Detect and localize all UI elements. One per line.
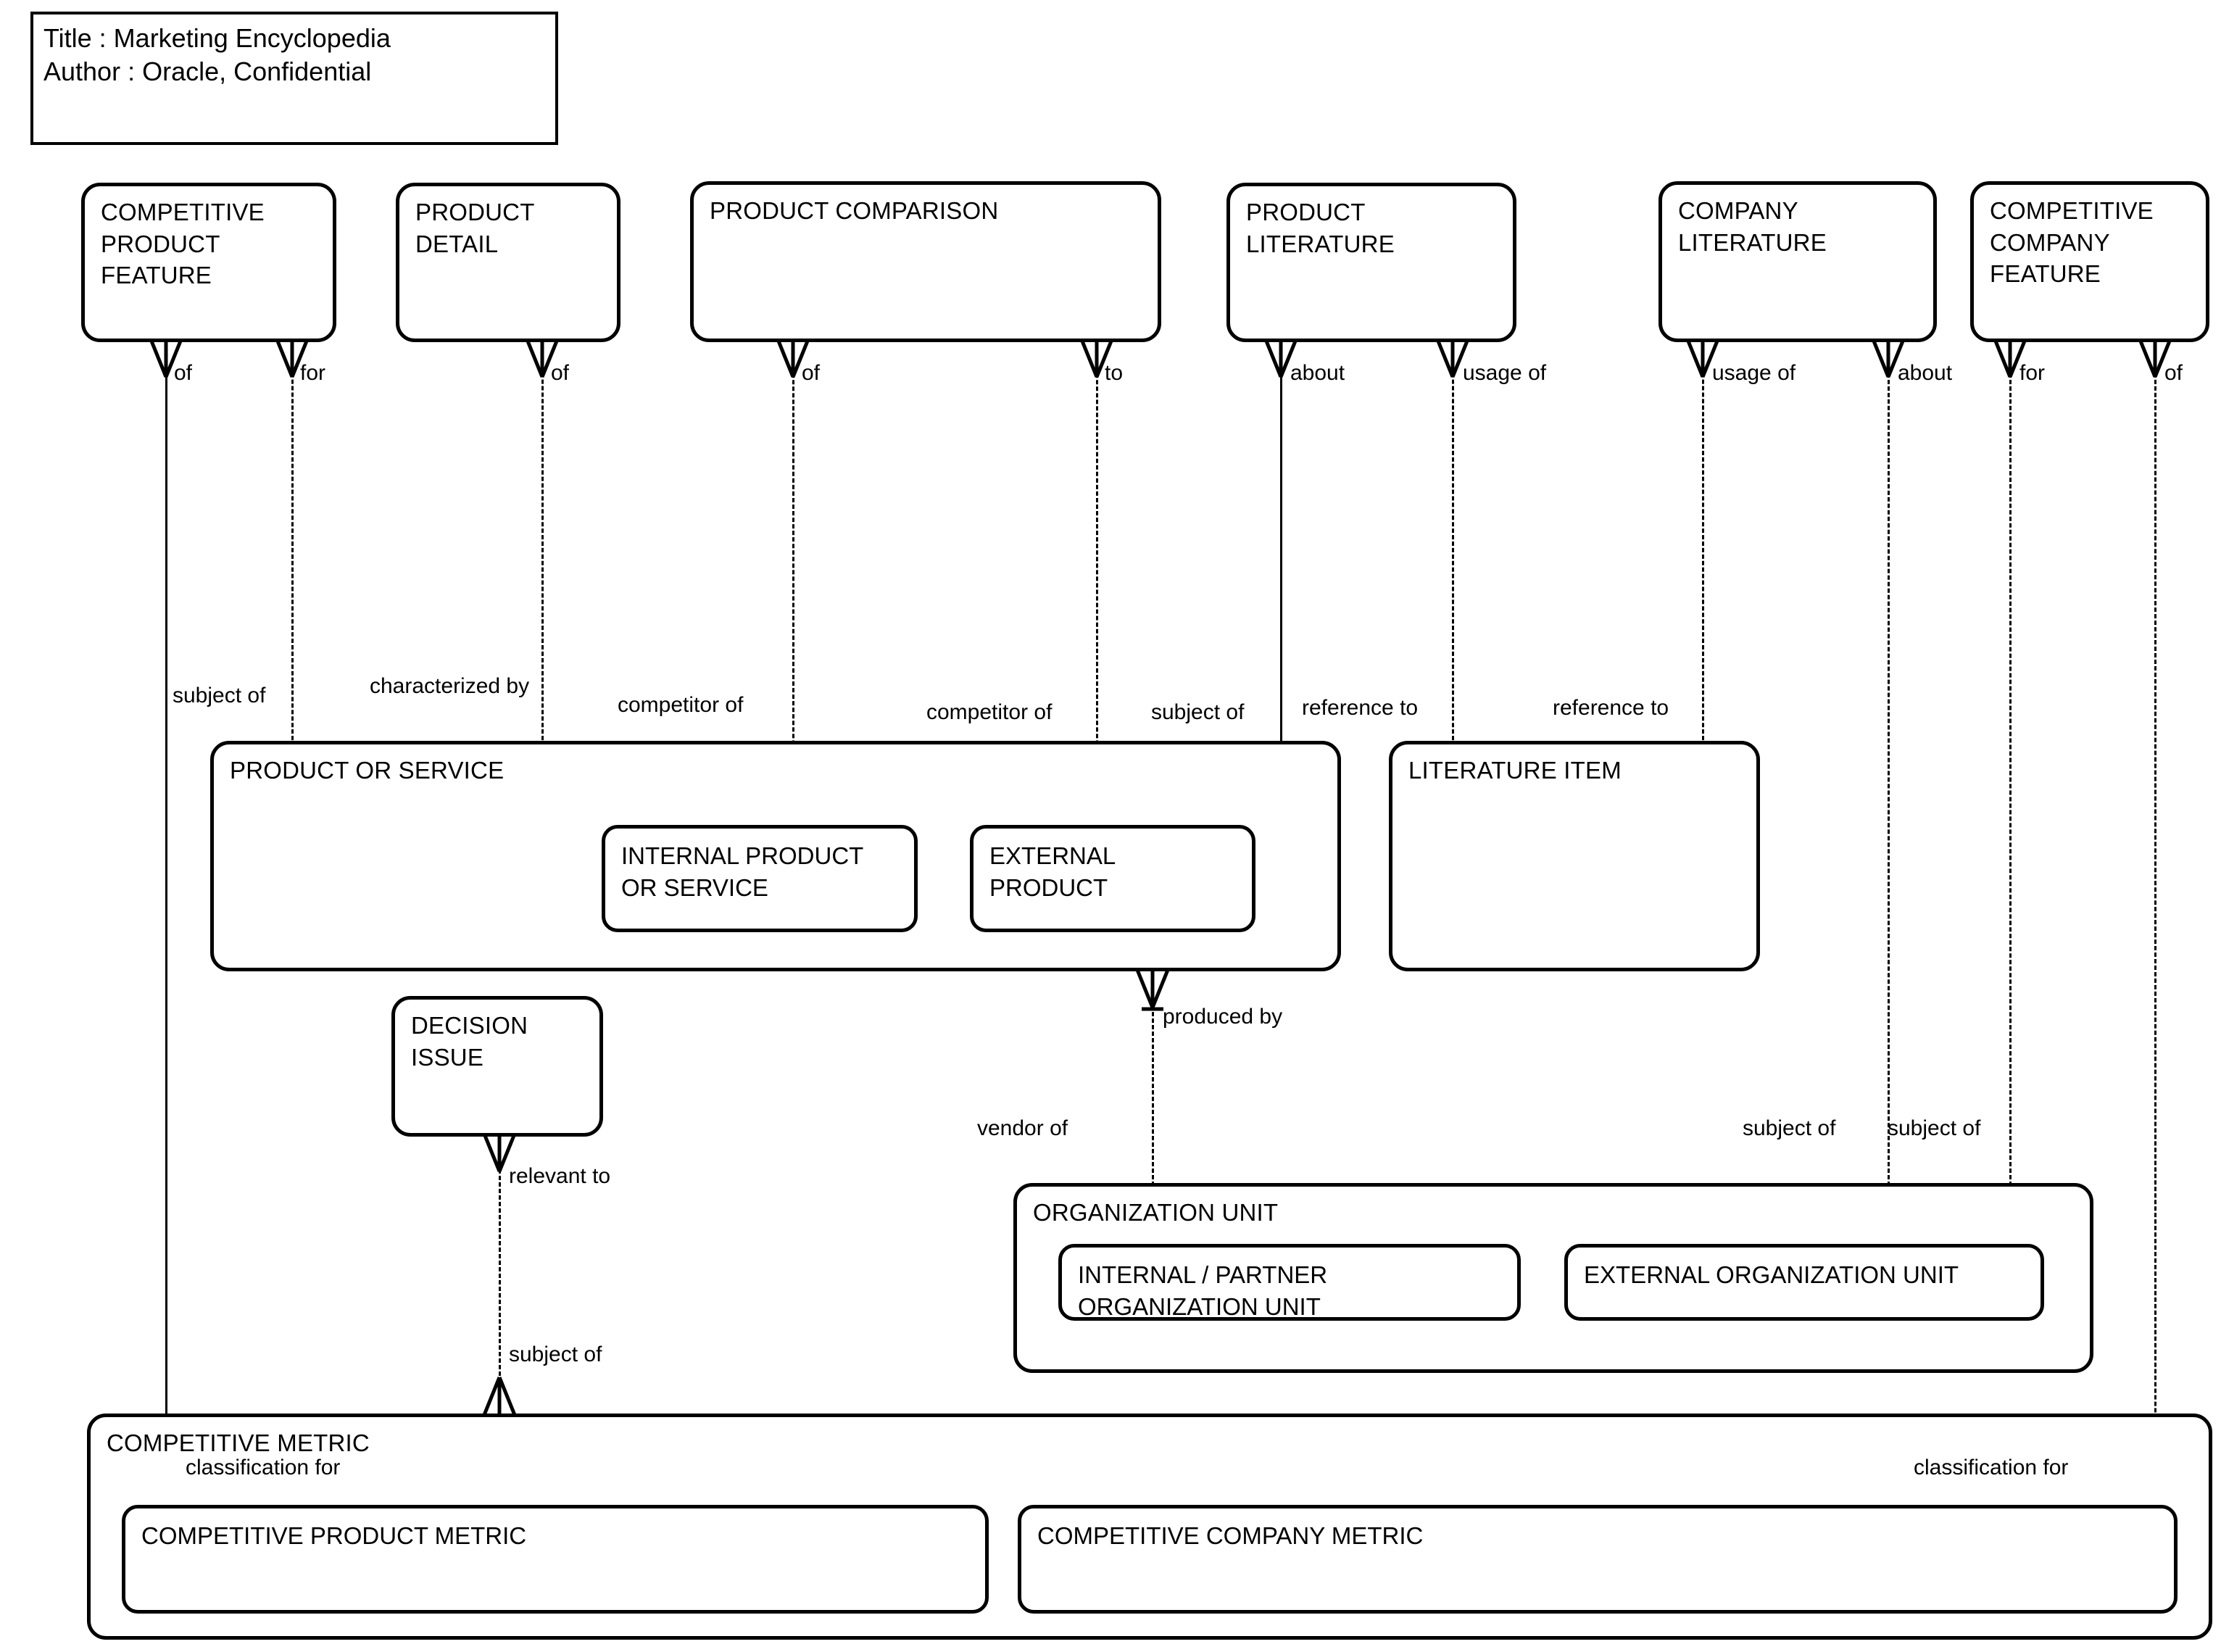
entity-literature-item[interactable]: LITERATURE ITEM <box>1389 741 1760 971</box>
relationship-label-classification-for-1: classification for <box>186 1456 341 1479</box>
relationship-line-of-product-or-service <box>541 341 544 747</box>
entity-external-product[interactable]: EXTERNAL PRODUCT <box>970 825 1255 932</box>
crowsfoot-to <box>1080 338 1113 378</box>
entity-label: PRODUCT DETAIL <box>415 199 535 257</box>
relationship-label-of-2: of <box>551 361 570 385</box>
entity-competitive-product-feature[interactable]: COMPETITIVE PRODUCT FEATURE <box>81 183 336 342</box>
entity-product-detail[interactable]: PRODUCT DETAIL <box>396 183 620 342</box>
entity-product-comparison[interactable]: PRODUCT COMPARISON <box>690 181 1161 342</box>
crowsfoot-for-1 <box>275 338 309 378</box>
crowsfoot-relevant-to <box>483 1132 516 1173</box>
relationship-line-of-competitive-metric <box>165 341 167 1415</box>
relationship-line-of-internal-product <box>792 341 794 843</box>
crowsfoot-of-4 <box>2138 338 2172 378</box>
entity-label: COMPETITIVE COMPANY METRIC <box>1037 1522 1424 1549</box>
entity-competitive-company-metric[interactable]: COMPETITIVE COMPANY METRIC <box>1018 1505 2178 1614</box>
relationship-label-for-1: for <box>300 361 326 385</box>
entity-competitive-product-metric[interactable]: COMPETITIVE PRODUCT METRIC <box>122 1505 989 1614</box>
relationship-line-to-external-product <box>1096 341 1098 843</box>
entity-label: COMPETITIVE METRIC <box>107 1429 370 1456</box>
relationship-label-about-1: about <box>1290 361 1345 385</box>
relationship-line-of-competitive-company-metric <box>2154 341 2156 1582</box>
relationship-line-about-product-or-service <box>1280 341 1282 747</box>
crowsfoot-of-2 <box>526 338 559 378</box>
relationship-line-for-product-or-service <box>291 341 294 747</box>
entity-external-organization-unit[interactable]: EXTERNAL ORGANIZATION UNIT <box>1564 1244 2044 1321</box>
entity-decision-issue[interactable]: DECISION ISSUE <box>391 996 603 1137</box>
relationship-label-produced-by: produced by <box>1163 1005 1283 1029</box>
relationship-label-subject-of-2: subject of <box>1151 700 1245 724</box>
entity-company-literature[interactable]: COMPANY LITERATURE <box>1659 181 1937 342</box>
entity-label: PRODUCT COMPARISON <box>710 197 999 224</box>
relationship-label-to: to <box>1105 361 1124 385</box>
crowsfoot-of-3 <box>776 338 810 378</box>
crowsfoot-for-2 <box>1993 338 2027 378</box>
relationship-line-for-organization-unit <box>2009 341 2012 1186</box>
relationship-label-subject-of-4: subject of <box>1743 1116 1836 1140</box>
crowsfoot-of-1 <box>149 338 183 378</box>
crowsfoot-usage-of-2 <box>1686 338 1719 378</box>
entity-label: PRODUCT OR SERVICE <box>230 757 505 784</box>
entity-label: COMPANY LITERATURE <box>1678 197 1827 256</box>
relationship-label-about-2: about <box>1898 361 1953 385</box>
relationship-line-relevant-to <box>499 1163 501 1415</box>
title-block: Title : Marketing Encyclopedia Author : … <box>30 12 558 145</box>
relationship-label-characterized-by: characterized by <box>370 674 530 698</box>
relationship-line-about-organization-unit <box>1888 341 1890 1186</box>
entity-label: COMPETITIVE COMPANY FEATURE <box>1990 197 2154 288</box>
entity-label: COMPETITIVE PRODUCT FEATURE <box>101 199 265 289</box>
entity-competitive-company-feature[interactable]: COMPETITIVE COMPANY FEATURE <box>1970 181 2209 342</box>
relationship-line-usage-of-literature-item-a <box>1452 341 1454 747</box>
relationship-label-competitor-of-2: competitor of <box>926 700 1053 724</box>
relationship-line-produced-by <box>1152 999 1154 1186</box>
relationship-label-of-4: of <box>2164 361 2183 385</box>
relationship-label-usage-of-1: usage of <box>1463 361 1547 385</box>
relationship-label-of-3: of <box>802 361 821 385</box>
crowsfoot-subject-of-competitive-metric <box>483 1374 516 1416</box>
crowsfoot-produced-by <box>1136 968 1169 1016</box>
entity-label: ORGANIZATION UNIT <box>1033 1199 1279 1226</box>
relationship-label-subject-of-5: subject of <box>1888 1116 1981 1140</box>
diagram-title: Title : Marketing Encyclopedia <box>43 23 391 53</box>
relationship-label-reference-to-2: reference to <box>1553 696 1669 720</box>
entity-label: EXTERNAL ORGANIZATION UNIT <box>1584 1261 1959 1288</box>
entity-label: INTERNAL / PARTNER ORGANIZATION UNIT <box>1078 1261 1328 1321</box>
relationship-label-of-1: of <box>174 361 193 385</box>
relationship-label-vendor-of: vendor of <box>977 1116 1068 1140</box>
diagram-author: Author : Oracle, Confidential <box>43 57 372 87</box>
entity-internal-partner-organization-unit[interactable]: INTERNAL / PARTNER ORGANIZATION UNIT <box>1058 1244 1521 1321</box>
relationship-label-subject-of-1: subject of <box>173 684 266 707</box>
entity-label: EXTERNAL PRODUCT <box>989 842 1116 902</box>
crowsfoot-usage-of-1 <box>1436 338 1469 378</box>
entity-label: LITERATURE ITEM <box>1408 757 1622 784</box>
entity-product-literature[interactable]: PRODUCT LITERATURE <box>1226 183 1516 342</box>
relationship-label-relevant-to: relevant to <box>509 1164 611 1188</box>
relationship-label-subject-of-3: subject of <box>509 1342 602 1366</box>
relationship-label-for-2: for <box>2019 361 2046 385</box>
entity-label: INTERNAL PRODUCT OR SERVICE <box>621 842 864 902</box>
crowsfoot-about-2 <box>1872 338 1905 378</box>
entity-internal-product-or-service[interactable]: INTERNAL PRODUCT OR SERVICE <box>602 825 918 932</box>
entity-label: COMPETITIVE PRODUCT METRIC <box>141 1522 527 1549</box>
relationship-line-usage-of-literature-item-b <box>1702 341 1704 747</box>
relationship-label-usage-of-2: usage of <box>1712 361 1796 385</box>
relationship-label-classification-for-2: classification for <box>1914 1456 2069 1479</box>
crowsfoot-about-1 <box>1264 338 1298 378</box>
entity-label: PRODUCT LITERATURE <box>1246 199 1395 257</box>
relationship-label-reference-to-1: reference to <box>1302 696 1419 720</box>
relationship-label-competitor-of-1: competitor of <box>618 693 744 717</box>
entity-label: DECISION ISSUE <box>411 1012 528 1071</box>
